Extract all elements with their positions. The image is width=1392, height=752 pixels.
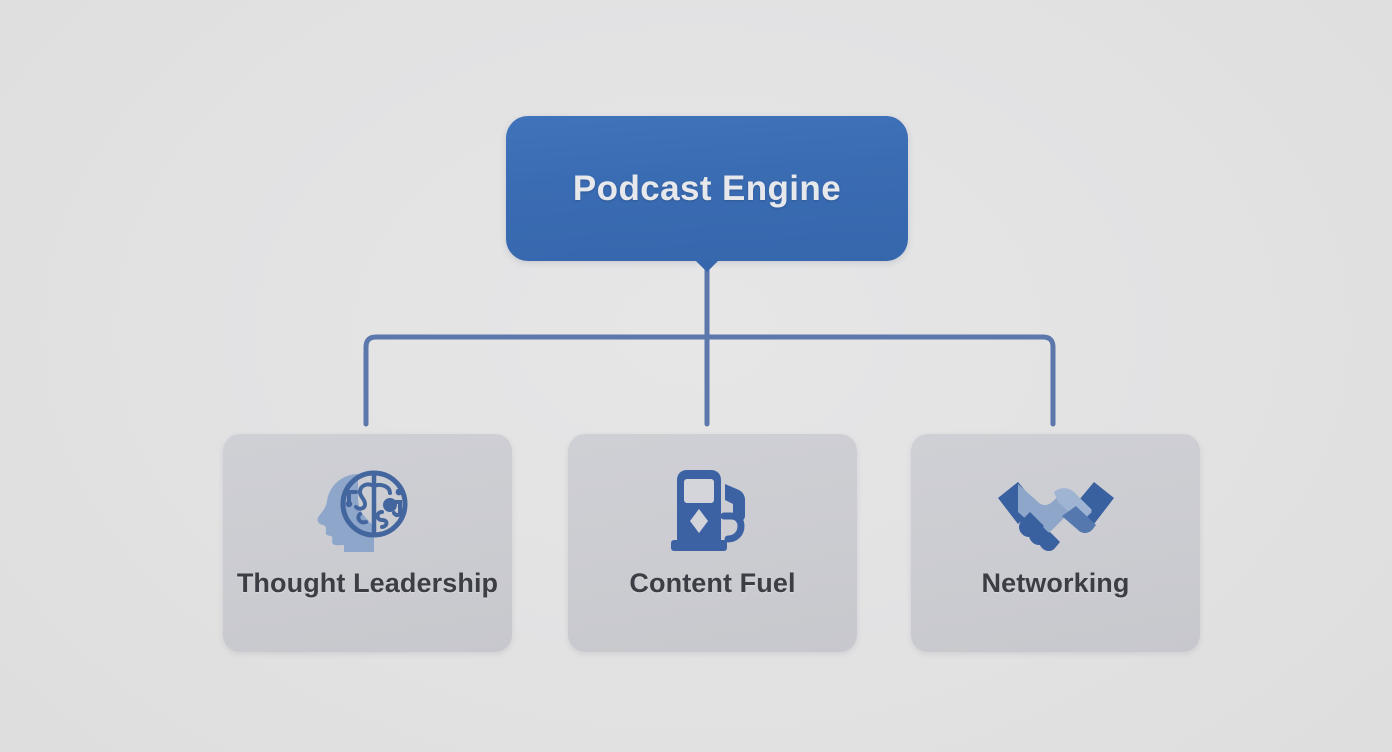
child-node-label: Content Fuel	[629, 568, 796, 598]
root-node-label: Podcast Engine	[572, 168, 842, 208]
child-node-content-fuel[interactable]: Content Fuel	[568, 434, 857, 652]
handshake-icon	[992, 468, 1120, 554]
fuel-pump-icon	[663, 468, 763, 554]
brain-head-icon	[312, 468, 424, 554]
child-node-label: Networking	[981, 568, 1130, 598]
child-node-thought-leadership[interactable]: Thought Leadership	[223, 434, 512, 652]
child-node-networking[interactable]: Networking	[911, 434, 1200, 652]
child-node-label: Thought Leadership	[236, 568, 499, 598]
root-node-tail	[695, 260, 719, 272]
connector-branch-bar	[363, 334, 1056, 427]
root-node-podcast-engine[interactable]: Podcast Engine	[506, 116, 908, 272]
